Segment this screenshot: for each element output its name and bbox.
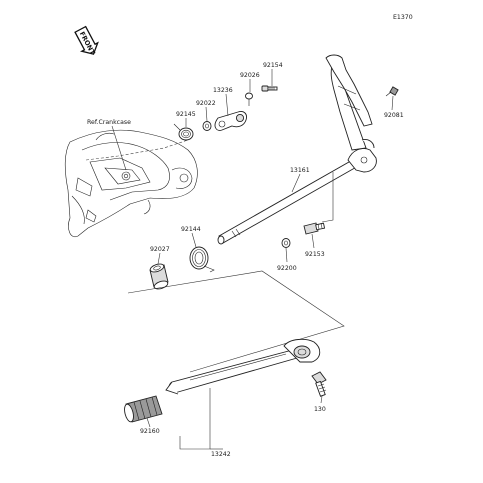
- label-92154: 92154: [263, 62, 283, 69]
- shift-lever-13236: [214, 111, 247, 131]
- label-92200: 92200: [277, 265, 297, 272]
- label-13242: 13242: [211, 451, 231, 458]
- shaft-axis-dashed-line: [85, 139, 189, 161]
- label-13236: 13236: [213, 87, 233, 94]
- washer-92022: [202, 121, 212, 131]
- label-130: 130: [314, 406, 326, 413]
- pin-92081: [385, 86, 399, 97]
- torsion-spring-92144: [189, 246, 215, 273]
- label-92022: 92022: [196, 100, 216, 107]
- label-92027: 92027: [150, 246, 170, 253]
- front-arrow-icon: FRONT: [74, 25, 99, 57]
- diagram-code: E1370: [393, 14, 413, 21]
- assembly-guide-line: [127, 270, 345, 373]
- ref-crankcase-label: Ref.Crankcase: [87, 119, 131, 126]
- bolt-130: [311, 371, 327, 397]
- washer-92200: [281, 238, 291, 248]
- bolt-92153: [303, 222, 326, 235]
- label-92026: 92026: [240, 72, 260, 79]
- label-92145: 92145: [176, 111, 196, 118]
- shift-shaft-13161: [217, 54, 377, 245]
- label-92081: 92081: [384, 112, 404, 119]
- return-spring-92145: [173, 123, 194, 141]
- crankcase-reference: [64, 129, 198, 238]
- collar-92026: [245, 92, 253, 106]
- bolt-92154: [261, 85, 278, 92]
- shift-pedal-13242: [165, 338, 321, 395]
- label-92160: 92160: [140, 428, 160, 435]
- collar-92027: [149, 263, 169, 290]
- pedal-rubber-92160: [124, 395, 163, 423]
- label-13161: 13161: [290, 167, 310, 174]
- label-92144: 92144: [181, 226, 201, 233]
- ref-crankcase-leader: [111, 125, 127, 171]
- label-92153: 92153: [305, 251, 325, 258]
